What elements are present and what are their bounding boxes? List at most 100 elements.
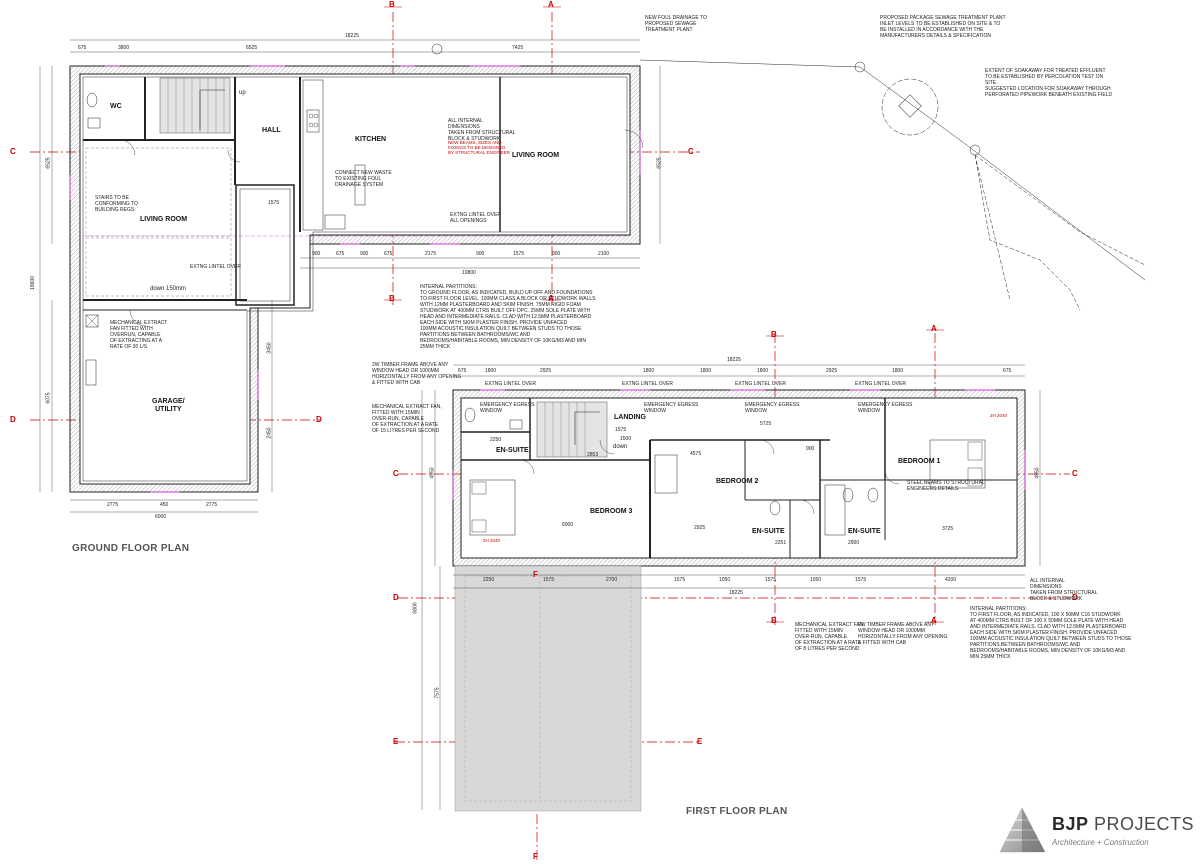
- grid-label-d-ff-right: D: [1072, 593, 1078, 602]
- ff-dim-int-7: 2900: [848, 540, 860, 546]
- stair-down-label: down: [613, 444, 628, 450]
- gf-internal-partitions: INTERNAL PARTITIONS: TO GROUND FLOOR, AS…: [420, 284, 596, 350]
- ff-red-dim-1: 2H 2040: [990, 413, 1008, 418]
- ff-dim-right-0: 4950: [1034, 467, 1041, 479]
- gf-dim-right-0: 6525: [656, 157, 663, 169]
- grid-label-d-right: D: [316, 415, 322, 424]
- ff-egress-3: EMERGENCY EGRESS WINDOW: [858, 402, 913, 414]
- room-label-living-room-east: LIVING ROOM: [512, 152, 560, 159]
- room-label-en-suite-2: EN-SUITE: [752, 528, 785, 535]
- gf-dim-bottom-6: 1575: [513, 251, 525, 257]
- grid-label-c-right: C: [688, 147, 694, 156]
- ff-dim-bottom-total: 18225: [729, 590, 743, 596]
- ff-lintel-label-2: EXTNG LINTEL OVER: [735, 381, 786, 387]
- grid-label-a-ff-bottom: A: [931, 616, 937, 625]
- ff-dim-int-4: 6000: [562, 522, 574, 528]
- ff-steel-note: STEEL BEAMS TO STRUCTURAL ENGINEERS DETA…: [907, 480, 985, 492]
- gf-dim-bottom-4: 2175: [425, 251, 437, 257]
- room-label-bedroom-1: BEDROOM 1: [898, 458, 941, 465]
- drainage-note: NEW FOUL DRAINAGE TO PROPOSED SEWAGE TRE…: [645, 15, 707, 33]
- grid-label-b-ff-bottom: B: [771, 616, 777, 625]
- ff-extract-note-2: MECHANICAL EXTRACT FAN, FITTED WITH 15MI…: [795, 622, 865, 652]
- grid-label-a-top: A: [548, 0, 554, 9]
- gf-dim-bottom-1: 675: [336, 251, 345, 257]
- ff-dim-int-2: 5725: [760, 421, 772, 427]
- room-label-bedroom-2: BEDROOM 2: [716, 478, 759, 485]
- bjp-logo-icon: [999, 807, 1046, 853]
- ff-egress-1: EMERGENCY EGRESS WINDOW: [644, 402, 699, 414]
- gf-dim-top-3: 7425: [512, 45, 524, 51]
- soakaway-note: EXTENT OF SOAKAWAY FOR TREATED EFFLUENT …: [985, 68, 1113, 98]
- gf-dim-left-0: 6525: [45, 157, 52, 169]
- ff-egress-2: EMERGENCY EGRESS WINDOW: [745, 402, 800, 414]
- lintel-note-living: EXTNG LINTEL OVER: [190, 264, 241, 270]
- lintel-note-kitchen: EXTNG LINTEL OVER ALL OPENINGS: [450, 212, 501, 224]
- room-label-landing: LANDING: [614, 414, 646, 421]
- grid-label-f-top: F: [533, 570, 538, 579]
- ff-dim-top-3: 1800: [643, 368, 655, 374]
- grid-label-e-left: E: [393, 737, 399, 746]
- room-label-en-suite-3: EN-SUITE: [848, 528, 881, 535]
- ff-dim-left-1: 6800: [412, 602, 419, 614]
- gf-dim-top-1: 3800: [118, 45, 130, 51]
- first-floor-plan-title: FIRST FLOOR PLAN: [686, 806, 788, 817]
- gf-dim-top-total: 18225: [345, 33, 359, 39]
- gf-dim-bottom-5: 900: [476, 251, 485, 257]
- ff-all-internal-note: ALL INTERNAL DIMENSIONS TAKEN FROM STRUC…: [1030, 578, 1098, 602]
- ff-dim-int-6: 900: [806, 446, 815, 452]
- gf-dim-top-2: 6525: [246, 45, 258, 51]
- room-label-bedroom-3: BEDROOM 3: [590, 508, 633, 515]
- ff-dim-bottom-0: 2250: [483, 577, 495, 583]
- kitchen-drain-note: CONNECT NEW WASTE TO EXISTING FOUL DRAIN…: [335, 170, 392, 188]
- ff-dim-int-11: 2251: [775, 540, 787, 546]
- ff-dim-int-3: 4575: [690, 451, 702, 457]
- stair-note: STAIRS TO BE CONFORMING TO BUILDING REGS: [95, 195, 138, 213]
- gf-dim-right-2: 2450: [266, 427, 273, 439]
- first-floor-plan: [421, 364, 1041, 812]
- ff-dim-bottom-8: 4200: [945, 577, 957, 583]
- brand-name-rest: PROJECTS: [1088, 814, 1195, 834]
- ground-floor-plan: [39, 39, 661, 513]
- ff-trickle-vent-note-2: 2W TIMBER FRAME ABOVE ANY WINDOW HEAD OR…: [858, 622, 948, 646]
- beam-red-note: NEW BEAMS, SIZES AND FIXINGS TO BE DESIG…: [448, 140, 511, 155]
- down-150-note: down 150mm: [150, 286, 187, 292]
- gf-dim-bottom-total: 10800: [462, 270, 476, 276]
- gf-dim-garage-1: 450: [160, 502, 169, 508]
- wall-dimension-note: ALL INTERNAL DIMENSIONS TAKEN FROM STRUC…: [448, 118, 516, 142]
- ff-dim-top-7: 1800: [892, 368, 904, 374]
- stair-up-label: up: [239, 90, 246, 96]
- gf-dim-left-2: 6075: [45, 392, 52, 404]
- ff-dim-lower-0: 7575: [434, 687, 441, 699]
- ff-dim-bottom-3: 1575: [674, 577, 686, 583]
- ff-red-dim-0: 2H 2040: [483, 538, 501, 543]
- ff-dim-int-10: 1500: [620, 436, 632, 442]
- drainage-line: [431, 43, 1146, 311]
- ff-dim-bottom-6: 1050: [810, 577, 822, 583]
- ff-dim-bottom-4: 1050: [719, 577, 731, 583]
- ff-dim-int-0: 2250: [490, 437, 502, 443]
- gf-dim-bottom-7: 900: [552, 251, 561, 257]
- ff-dim-top-1: 1800: [485, 368, 497, 374]
- gf-dim-right-3: 1575: [268, 200, 280, 206]
- grid-label-b-bottom: B: [389, 294, 395, 303]
- gf-dim-top-0: 675: [78, 45, 87, 51]
- ff-dim-top-8: 675: [1003, 368, 1012, 374]
- ff-dim-bottom-2: 2700: [606, 577, 618, 583]
- ff-dim-bottom-5: 1575: [765, 577, 777, 583]
- ff-dim-top-0: 675: [458, 368, 467, 374]
- ff-dim-top-2: 2925: [540, 368, 552, 374]
- ff-egress-0: EMERGENCY EGRESS WINDOW: [480, 402, 535, 414]
- room-label-kitchen: KITCHEN: [355, 136, 387, 143]
- treatment-plant-note: PROPOSED PACKAGE SEWAGE TREATMENT PLANT …: [880, 15, 1006, 39]
- ff-dim-top-6: 2925: [826, 368, 838, 374]
- grid-label-f-bottom: F: [533, 852, 538, 861]
- gf-dim-garage-total: 6000: [155, 514, 167, 520]
- room-label-garage: GARAGE/ UTILITY: [152, 398, 185, 413]
- grid-label-c-ff-right: C: [1072, 469, 1078, 478]
- grid-label-a-ff-top: A: [931, 324, 937, 333]
- grid-label-d-left: D: [10, 415, 16, 424]
- ff-trickle-vent-note-1: 2W TIMBER FRAME ABOVE ANY WINDOW HEAD OR…: [372, 362, 462, 386]
- ground-floor-plan-title: GROUND FLOOR PLAN: [72, 543, 190, 554]
- grid-label-c-left: C: [10, 147, 16, 156]
